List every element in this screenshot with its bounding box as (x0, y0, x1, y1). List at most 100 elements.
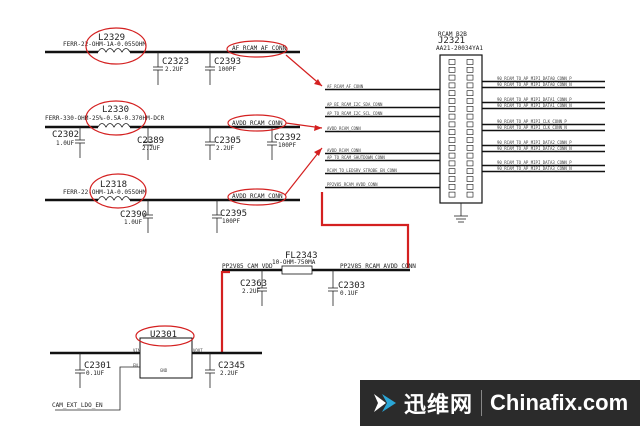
connector-left-pin-label: AP_BI_RCAM_I2C_SDA_CONN (327, 102, 383, 107)
connector-pin (466, 90, 474, 96)
connector-pin (448, 106, 456, 112)
c2393-value: 100PF (218, 66, 236, 73)
c2363-value: 2.2UF (242, 288, 260, 295)
connector-pin (448, 90, 456, 96)
connector-right-pin-label: 90_RCAM_TO_AP_MIPI_DATA3_CONN_N (497, 166, 572, 171)
connector-pin (466, 152, 474, 159)
c2305-value: 2.2UF (216, 145, 234, 152)
connector-pin (466, 82, 474, 89)
connector-pin (466, 176, 474, 182)
row-l2318: L2318 FERR-22-OHM-1A-0.055OHM C2390 1.0U… (45, 173, 300, 233)
c2389-ref: C2389 (137, 136, 164, 146)
connector-pin (466, 121, 474, 128)
connector-left-pin-label: RCAM_TO_LEDSRV_STROBE_EN_CONN (327, 168, 397, 173)
connector-pin (466, 98, 474, 104)
l2329-ref: L2329 (98, 33, 125, 43)
connector-pin (448, 168, 456, 174)
c2395-ref: C2395 (220, 209, 247, 219)
row-u2301: U2301 VIN VOUT EN GND C2301 0.1UF C2345 … (50, 325, 262, 411)
c2390-ref: C2390 (120, 210, 147, 220)
connector-pin (448, 176, 456, 182)
connector-left-pin-label: AVDD_RCAM_CONN (327, 148, 361, 153)
connector-right-pin-label: 90_RCAM_TO_AP_MIPI_DATA2_CONN_P (497, 140, 572, 145)
connector-pin (466, 106, 474, 112)
connector-pin (466, 184, 474, 190)
l2329-value: FERR-22-OHM-1A-0.055OHM (63, 41, 146, 48)
connector-right-pin-label: 90_RCAM_TO_AP_MIPI_CLK_CONN_P (497, 119, 567, 124)
connector-pin (448, 152, 456, 159)
connector-pin (466, 191, 474, 198)
connector-pin (466, 113, 474, 120)
chinafix-watermark: 迅维网 Chinafix.com (360, 380, 640, 426)
c2345-value: 2.2UF (220, 370, 238, 377)
route-connector-to-fl2343 (320, 192, 410, 268)
connector-pin (448, 74, 456, 81)
connector-left-pin-label: AF_RCAM_AF_CONN (327, 84, 364, 89)
net-af-conn-highlight (226, 40, 288, 58)
connector-pin (448, 184, 456, 190)
connector-right-pin-label: 90_RCAM_TO_AP_MIPI_DATA0_CONN_P (497, 76, 572, 81)
net-avdd-label: PP2V85_RCAM_AVDD_CONN (340, 263, 416, 270)
connector-pin (448, 82, 456, 89)
row-l2329: L2329 FERR-22-OHM-1A-0.055OHM C2323 2.2U… (45, 27, 300, 85)
net-avdd-conn-label-2: AVDD_RCAM_CONN (232, 193, 283, 200)
fl2343-ref: FL2343 (285, 251, 318, 261)
connector-pin (466, 59, 474, 65)
connector-pin (466, 67, 474, 73)
net-avdd-conn-label: AVDD_RCAM_CONN (232, 120, 283, 127)
connector-pin (448, 137, 456, 143)
net-avdd-conn-highlight-2 (227, 188, 287, 206)
c2302-value: 1.0UF (56, 140, 74, 147)
connector-pin (448, 98, 456, 104)
connector-left-pin-label: PP2V85_RCAM_AVDD_CONN (327, 182, 378, 187)
c2301-value: 0.1UF (86, 370, 104, 377)
connector-left-pin-label: AVDD_RCAM_CONN (327, 126, 361, 131)
connector-pin (448, 113, 456, 120)
net-cam-ext-label: CAM_EXT_LDO_EN (52, 402, 103, 409)
connector-left-pin-label: AP_TO_RCAM_SHUTDOWN_CONN (327, 155, 385, 160)
connector-right-pin-label: 90_RCAM_TO_AP_MIPI_CLK_CONN_N (497, 125, 567, 130)
c2303-value: 0.1UF (340, 290, 358, 297)
c2301-ref: C2301 (84, 361, 111, 371)
l2318-value: FERR-22-OHM-1A-0.055OHM (63, 189, 146, 196)
c2303-ref: C2303 (338, 281, 365, 291)
connector-right-pin-label: 90_RCAM_TO_AP_MIPI_DATA1_CONN_P (497, 97, 572, 102)
l2330-highlight-circle (85, 100, 147, 136)
connector-pin (448, 191, 456, 198)
svg-text:VOUT: VOUT (193, 348, 203, 353)
connector-pin (448, 67, 456, 73)
connector-pin (448, 160, 456, 167)
c2305-ref: C2305 (214, 136, 241, 146)
connector-right-pin-label: 90_RCAM_TO_AP_MIPI_DATA1_CONN_N (497, 103, 572, 108)
route-fl2343-to-u2301 (220, 270, 230, 352)
connector-pin (466, 168, 474, 174)
l2330-value: FERR-330-OHM-25%-0.5A-0.370HM-DCR (45, 115, 165, 122)
c2390-value: 1.0UF (124, 219, 142, 226)
l2318-ref: L2318 (100, 180, 127, 190)
connector-left-pin-labels: AF_RCAM_AF_CONN AP_BI_RCAM_I2C_SDA_CONN AP… (325, 84, 440, 189)
connector-part: AA21-20034YA1 (436, 45, 483, 52)
connector-left-pin-label: AP_TO_RCAM_I2C_SCL_CONN (327, 111, 383, 116)
row-fl2343: FL2343 10-OHM-750MA PP2V85_CAM_VDD PP2V8… (222, 251, 416, 306)
net-af-conn-label: AF_RCAM_AF_CONN (232, 45, 287, 52)
c2392-ref: C2392 (274, 133, 301, 143)
svg-text:GND: GND (160, 368, 168, 373)
watermark-cn-text: 迅维网 (404, 393, 474, 418)
c2363-ref: C2363 (240, 279, 267, 289)
net-cam-vdd-label: PP2V85_CAM_VDD (222, 263, 273, 270)
c2323-value: 2.2UF (165, 66, 183, 73)
connector-pin (466, 160, 474, 167)
u2301-highlight-circle (135, 325, 195, 347)
connector-pin (448, 59, 456, 65)
connector-right-pin-label: 90_RCAM_TO_AP_MIPI_DATA3_CONN_P (497, 160, 572, 165)
connector-right-pin-label: 90_RCAM_TO_AP_MIPI_DATA0_CONN_N (497, 82, 572, 87)
connector-pin (466, 74, 474, 81)
connector-j2321: RCAM B2B J2321 AA21-20034YA1 (436, 31, 483, 223)
connector-pin (448, 145, 456, 151)
c2389-value: 2.2UF (142, 145, 160, 152)
connector-title: RCAM B2B (438, 31, 467, 38)
chinafix-logo-icon (372, 390, 398, 416)
svg-text:EN: EN (133, 363, 138, 368)
connector-right-pin-label: 90_RCAM_TO_AP_MIPI_DATA2_CONN_N (497, 146, 572, 151)
connector-right-pin-labels: 90_RCAM_TO_AP_MIPI_DATA0_CONN_P90_RCAM_T… (482, 76, 605, 173)
